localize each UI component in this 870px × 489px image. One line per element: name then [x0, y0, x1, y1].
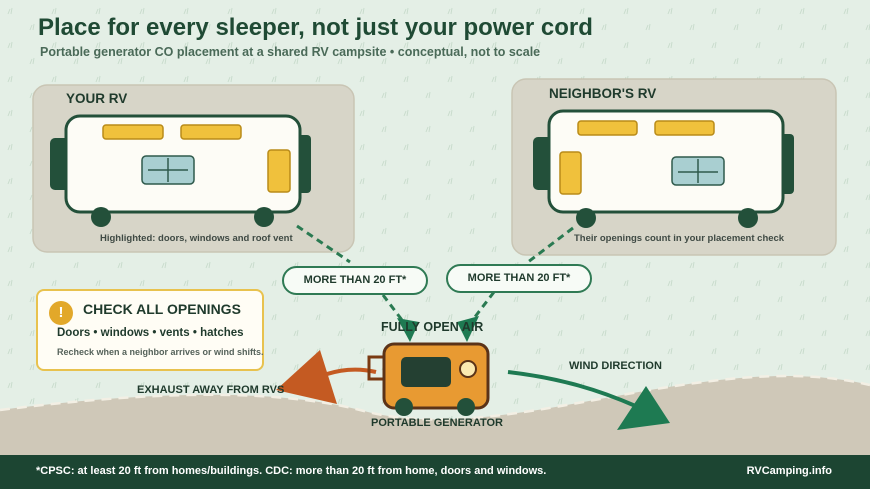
- warning-icon: !: [49, 301, 73, 325]
- check-openings-items: Doors • windows • vents • hatches: [57, 327, 244, 339]
- your-rv-graphic: [50, 114, 311, 227]
- check-openings-note: Recheck when a neighbor arrives or wind …: [57, 347, 264, 357]
- distance-line-right: [466, 226, 574, 327]
- generator-label: PORTABLE GENERATOR: [371, 417, 504, 429]
- exhaust-label: EXHAUST AWAY FROM RVS: [137, 384, 285, 396]
- generator-graphic: [367, 342, 490, 416]
- arrowhead-right: [457, 316, 479, 342]
- neighbor-rv-label: NEIGHBOR'S RV: [549, 86, 657, 101]
- ground-edge-dashes: [0, 374, 870, 421]
- ground-hill: [0, 375, 870, 455]
- your-rv-window-1: [102, 124, 164, 140]
- footer-note: *CPSC: at least 20 ft from homes/buildin…: [36, 465, 547, 477]
- your-rv-caption: Highlighted: doors, windows and roof ven…: [100, 233, 293, 244]
- your-rv-label: YOUR RV: [66, 91, 128, 106]
- neighbor-rv-window-1: [577, 120, 638, 136]
- check-openings-card: ! CHECK ALL OPENINGS Doors • windows • v…: [36, 289, 264, 371]
- neighbor-rv-window-2: [654, 120, 715, 136]
- page-title: Place for every sleeper, not just your p…: [38, 14, 593, 41]
- check-openings-title: CHECK ALL OPENINGS: [83, 301, 241, 317]
- distance-label-left: MORE THAN 20 FT*: [282, 266, 428, 295]
- neighbor-rv-caption: Their openings count in your placement c…: [574, 233, 785, 244]
- wind-direction-label: WIND DIRECTION: [569, 360, 662, 372]
- wind-arrowhead: [617, 386, 670, 430]
- page-subtitle: Portable generator CO placement at a sha…: [40, 45, 541, 59]
- distance-line-left: [296, 224, 410, 329]
- footer-brand: RVCamping.info: [746, 465, 832, 477]
- neighbor-rv-graphic: [533, 109, 794, 228]
- distance-label-right: MORE THAN 20 FT*: [446, 264, 592, 293]
- open-air-label: FULLY OPEN AIR: [381, 320, 484, 334]
- footer-bar: *CPSC: at least 20 ft from homes/buildin…: [0, 455, 870, 489]
- wind-arrow: [507, 370, 641, 410]
- your-rv-window-2: [180, 124, 242, 140]
- neighbor-rv-door: [559, 151, 582, 195]
- your-rv-door: [267, 149, 291, 193]
- exhaust-arrowhead: [276, 350, 337, 404]
- arrowhead-left: [397, 318, 419, 342]
